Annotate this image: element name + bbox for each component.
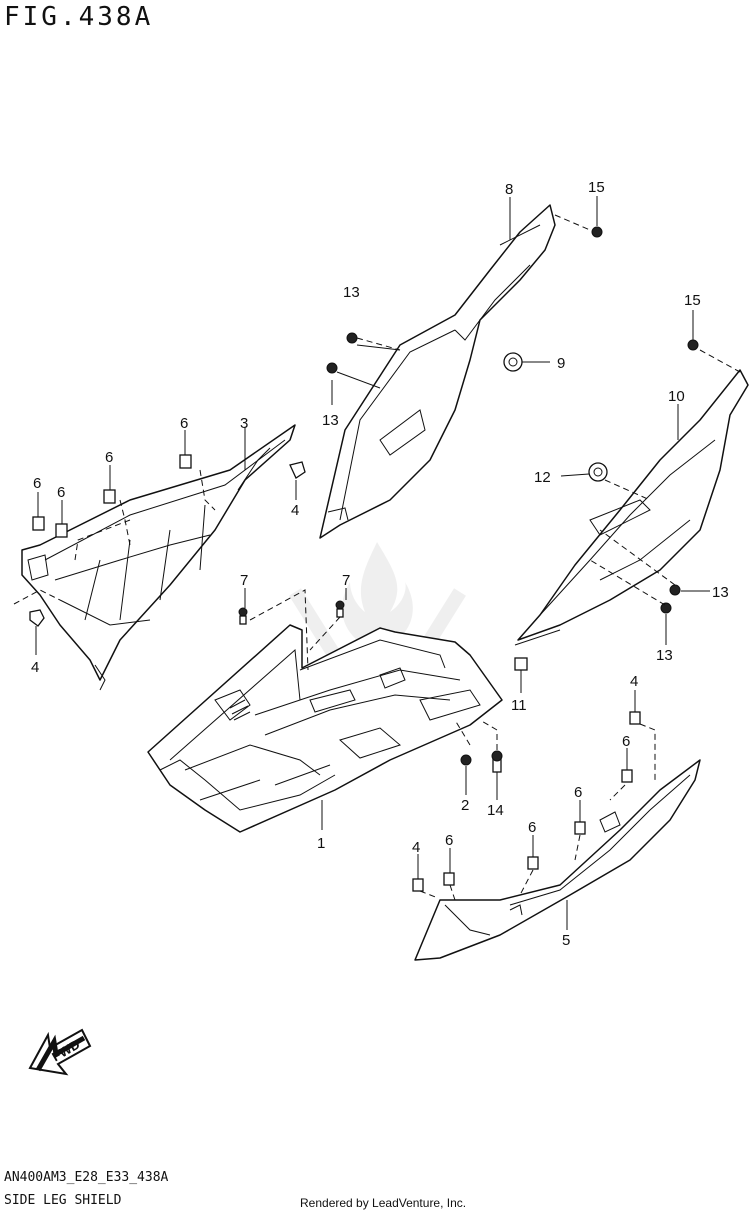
callout-label: 12 <box>534 469 551 486</box>
callout-label: 6 <box>574 784 582 801</box>
figure-code: AN400AM3_E28_E33_438A <box>4 1170 169 1185</box>
callout-labels: 1 2 3 4 4 4 4 5 6 6 6 6 6 6 6 6 6 7 7 8 … <box>31 179 729 949</box>
callout-label: 11 <box>511 697 527 714</box>
figure-name: SIDE LEG SHIELD <box>4 1193 122 1208</box>
callout-label: 6 <box>105 449 113 466</box>
left-side-cover-part <box>21 424 296 691</box>
callout-label: 4 <box>291 502 299 519</box>
callout-label: 6 <box>180 415 188 432</box>
callout-label: 8 <box>505 181 513 198</box>
callout-label: 1 <box>317 835 325 852</box>
fwd-arrow-icon: FWD <box>28 1028 92 1076</box>
callout-label: 13 <box>322 412 339 429</box>
callout-label: 5 <box>562 932 570 949</box>
callout-label: 6 <box>57 484 65 501</box>
upper-cover-part <box>319 204 556 539</box>
figure-title: FIG.438A <box>4 2 154 32</box>
callout-label: 13 <box>712 584 729 601</box>
callout-label: 3 <box>240 415 248 432</box>
floor-board-part <box>147 624 503 833</box>
rendered-by-credit: Rendered by LeadVenture, Inc. <box>300 1196 467 1210</box>
callout-label: 15 <box>684 292 701 309</box>
callout-label: 2 <box>461 797 469 814</box>
callout-label: 6 <box>33 475 41 492</box>
leader-lines <box>13 196 741 930</box>
callout-label: 4 <box>31 659 39 676</box>
callout-label: 7 <box>342 572 350 589</box>
hardware-group <box>29 226 699 892</box>
lower-cover-part <box>414 759 701 961</box>
callout-label: 9 <box>557 355 565 372</box>
callout-label: 6 <box>445 832 453 849</box>
callout-label: 6 <box>622 733 630 750</box>
callout-label: 7 <box>240 572 248 589</box>
callout-label: 14 <box>487 802 504 819</box>
callout-label: 10 <box>668 388 685 405</box>
callout-label: 15 <box>588 179 605 196</box>
callout-label: 13 <box>656 647 673 664</box>
callout-label: 4 <box>630 673 638 690</box>
callout-label: 4 <box>412 839 420 856</box>
callout-label: 6 <box>528 819 536 836</box>
right-side-cover-part <box>514 369 749 646</box>
callout-label: 13 <box>343 284 360 301</box>
